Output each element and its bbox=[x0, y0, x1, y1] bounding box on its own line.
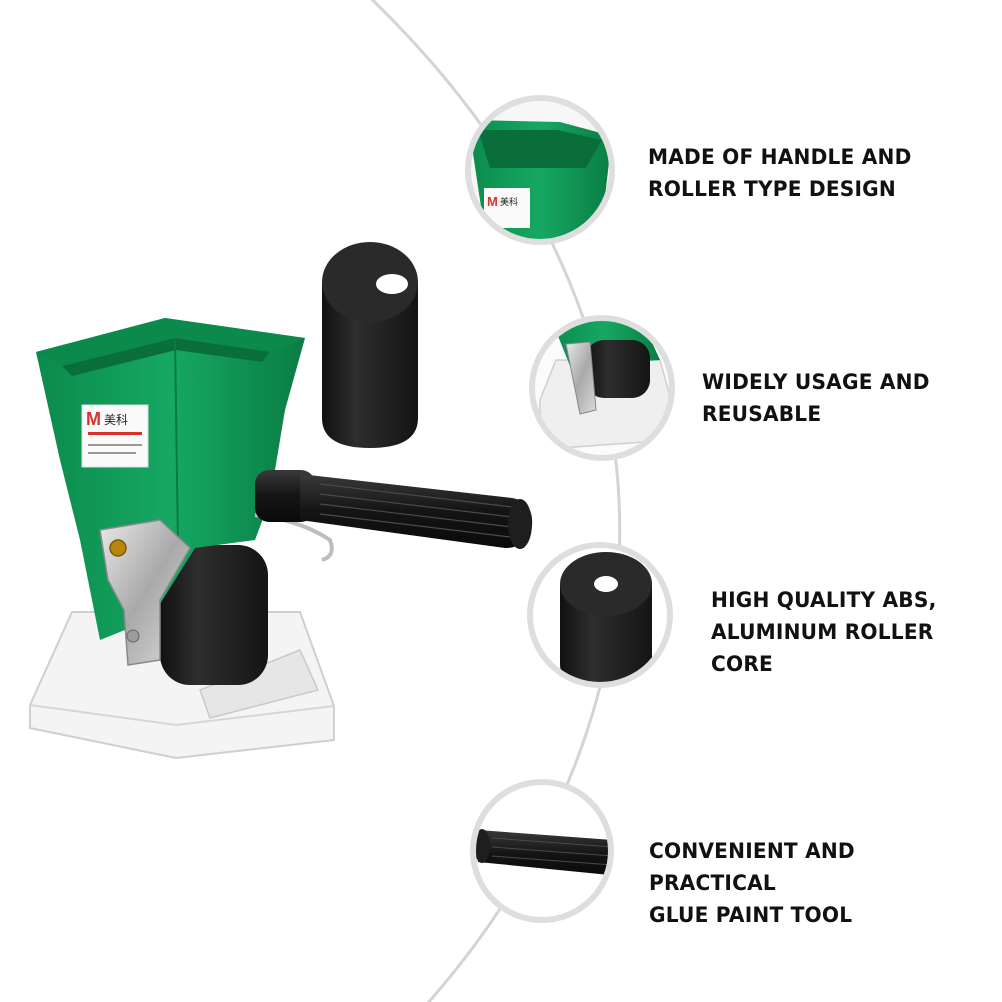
brand-name: 美科 bbox=[104, 413, 128, 427]
svg-text:M: M bbox=[487, 194, 498, 209]
feature-text-handle-roller-design: MADE OF HANDLE AND ROLLER TYPE DESIGN bbox=[648, 145, 912, 201]
hopper-icon bbox=[465, 95, 615, 245]
feature-circle-1: M 美科 bbox=[465, 95, 615, 245]
glue-applicator-illustration: M 美科 bbox=[29, 318, 533, 760]
feature-text-widely-usage: WIDELY USAGE AND REUSABLE bbox=[702, 370, 930, 426]
foam-roller-icon bbox=[527, 542, 673, 688]
roller-base-icon bbox=[529, 315, 675, 461]
handle-icon bbox=[470, 779, 614, 923]
svg-text:美科: 美科 bbox=[500, 196, 518, 208]
green-hopper bbox=[36, 318, 305, 640]
feature-circle-2 bbox=[529, 315, 675, 461]
black-handle bbox=[255, 470, 533, 549]
feature-text-convenient-tool: CONVENIENT AND PRACTICAL GLUE PAINT TOOL bbox=[649, 839, 855, 927]
product-label bbox=[81, 404, 149, 468]
roller-wheel bbox=[160, 545, 268, 685]
metal-bracket bbox=[99, 519, 191, 666]
feature-circle-3 bbox=[527, 542, 673, 688]
foam-roller bbox=[322, 242, 418, 448]
feature-text-high-quality-abs: HIGH QUALITY ABS, ALUMINUM ROLLER CORE bbox=[711, 588, 937, 676]
brand-logo: M bbox=[86, 409, 101, 429]
feature-circle-4 bbox=[470, 779, 614, 923]
